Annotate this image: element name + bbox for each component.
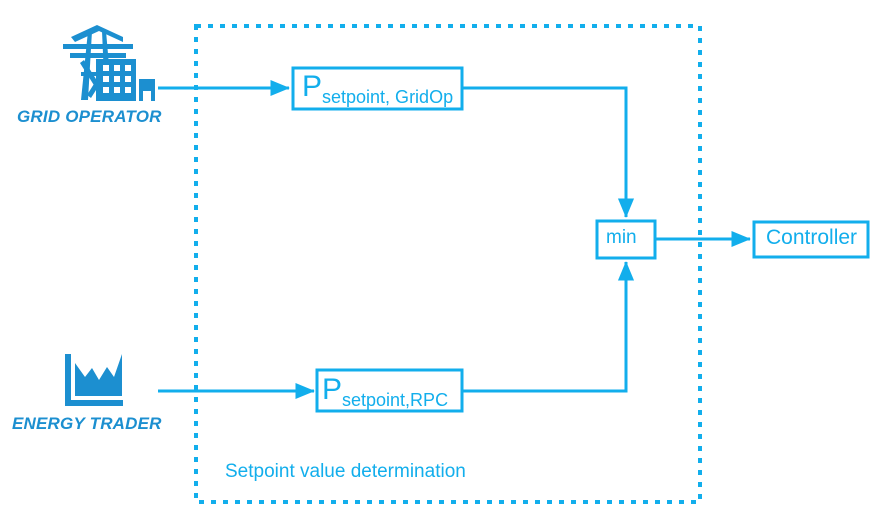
energy-trader-label: ENERGY TRADER	[12, 414, 162, 433]
transmission-tower-icon	[63, 25, 155, 101]
setpoint-rpc-symbol: P	[322, 373, 343, 406]
setpoint-rpc-label: Psetpoint,RPC	[322, 373, 448, 410]
setpoint-rpc-subscript: setpoint,RPC	[342, 390, 449, 410]
controller-block-label: Controller	[766, 226, 858, 249]
setpoint-gridop-label: Psetpoint, GridOp	[302, 70, 453, 107]
min-block-label: min	[606, 227, 637, 248]
connector-gridop-to-min	[462, 86, 635, 218]
container-caption: Setpoint value determination	[225, 461, 466, 482]
area-chart-icon	[65, 354, 123, 406]
connector-rpc-to-min	[462, 261, 635, 393]
controller-box	[752, 220, 870, 259]
grid-operator-label: GRID OPERATOR	[17, 107, 162, 126]
setpoint-determination-container	[194, 24, 702, 504]
setpoint-gridop-subscript: setpoint, GridOp	[322, 87, 454, 107]
setpoint-gridop-symbol: P	[302, 70, 323, 103]
